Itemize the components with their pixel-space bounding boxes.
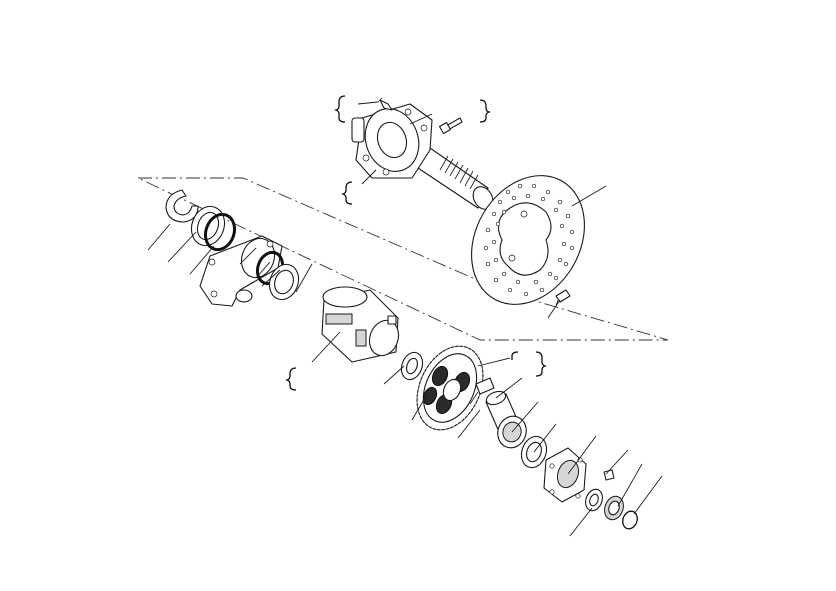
assembly-boundary-line (137, 177, 669, 341)
flange-bolt (438, 117, 463, 135)
left-assembly-bracket (284, 181, 353, 391)
sprocket-bolt (469, 377, 495, 405)
lower-assembly-bracket (511, 351, 548, 377)
snap-ring (165, 189, 199, 223)
o-ring (203, 212, 237, 252)
flange-washer (585, 488, 603, 512)
caliper-carrier (199, 235, 283, 307)
flange-stud (377, 97, 393, 111)
upper-assembly-bracket (333, 95, 492, 123)
rear-sprocket (416, 345, 484, 431)
spacer-washer (400, 351, 424, 381)
outer-flange (543, 447, 587, 503)
leader-lines (147, 101, 663, 537)
brake-disc (471, 175, 585, 305)
cush-drive-hub (321, 286, 400, 363)
lock-nut (604, 495, 624, 521)
end-circlip (622, 510, 638, 530)
small-nut (603, 469, 615, 481)
